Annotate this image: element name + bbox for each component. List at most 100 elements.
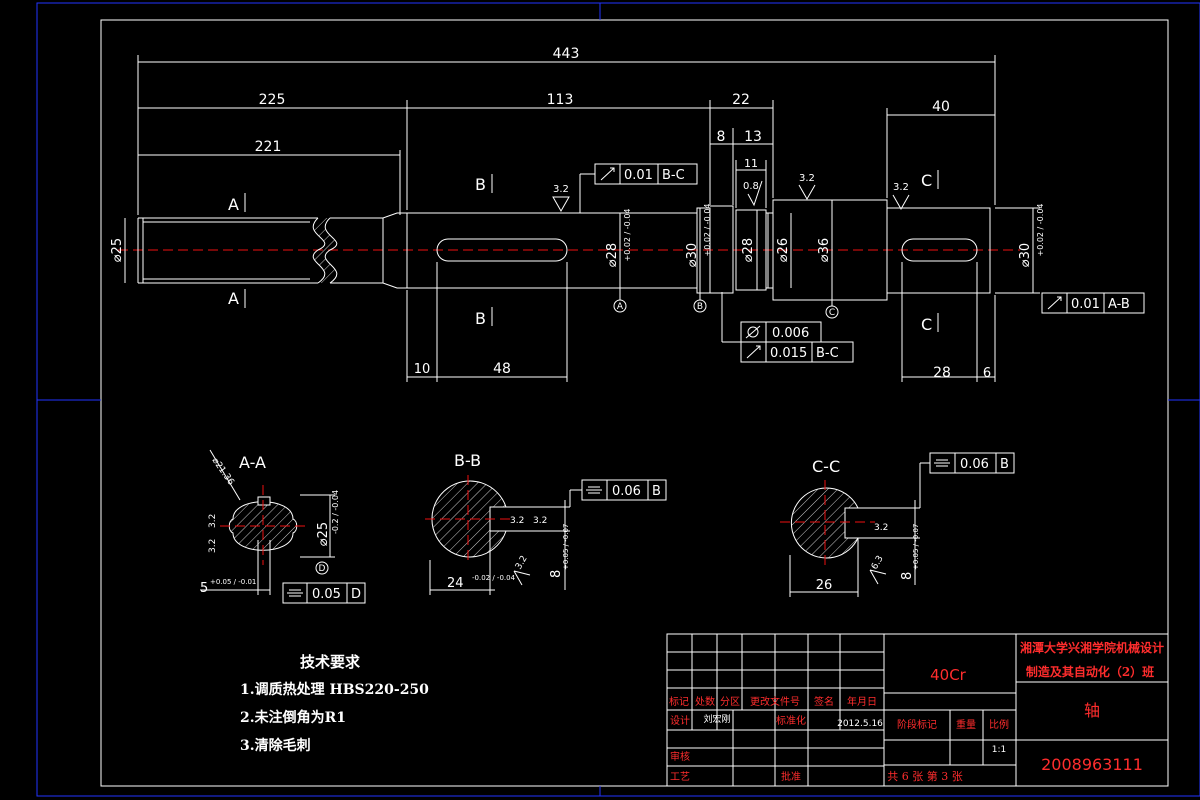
aa-roughness-1: 3.2 xyxy=(208,514,218,528)
tb-school: 湘潭大学兴湘学院机械设计 xyxy=(1020,640,1164,655)
section-aa: A-A ⌀21.36 ⌀25 -0.2 / -0.04 D 5 +0.05 / … xyxy=(200,449,366,604)
aa-dia: ⌀25 xyxy=(316,522,331,546)
tol-value: 0.015 xyxy=(770,346,807,361)
cc-tol-value: 0.06 xyxy=(960,457,989,472)
section-cc: C-C 26 8 +0.05 / -0.07 0.06 B 3.2 6.3 xyxy=(780,452,1015,597)
roughness-32-a: 3.2 xyxy=(553,184,569,195)
dim-225: 225 xyxy=(259,92,286,108)
bb-roughness-1: 3.2 xyxy=(510,516,524,526)
datum-markers xyxy=(613,288,839,319)
aa-tol-datum: D xyxy=(351,587,361,602)
cc-tol-datum: B xyxy=(1000,457,1009,472)
dimensions-bottom xyxy=(406,262,996,382)
roughness-32-b: 3.2 xyxy=(799,173,815,184)
aa-width-tol: +0.05 / -0.01 xyxy=(210,578,256,586)
dim-dia30-right-tol: +0.02 / -0.04 xyxy=(1036,204,1045,257)
aa-datum-d: D xyxy=(319,564,326,574)
dim-8: 8 xyxy=(717,129,726,145)
dim-443: 443 xyxy=(553,46,580,62)
note-2: 2.未注倒角为R1 xyxy=(240,710,346,726)
tb-drawing-no: 2008963111 xyxy=(1041,755,1143,774)
bb-key-tol: +0.05 / -0.07 xyxy=(562,524,570,570)
tb-h-1: 处数 xyxy=(695,695,715,708)
note-1: 1.调质热处理 HBS220-250 xyxy=(240,682,429,698)
bb-tol-datum: B xyxy=(652,484,661,499)
cc-roughness-1: 3.2 xyxy=(874,523,888,533)
tol-cyl-value: 0.006 xyxy=(772,326,809,341)
tb-date: 2012.5.16 xyxy=(837,719,883,729)
section-mark-a-bottom: A xyxy=(228,289,239,308)
aa-tol-value: 0.05 xyxy=(312,587,341,602)
tb-process-label: 工艺 xyxy=(670,771,690,783)
dim-10: 10 xyxy=(414,362,431,377)
section-mark-c-top: C xyxy=(921,171,932,190)
aa-roughness-2: 3.2 xyxy=(208,539,218,553)
tb-approve-label: 批准 xyxy=(781,770,801,783)
tb-h-3: 更改文件号 xyxy=(750,695,800,708)
tb-stage-label: 阶段标记 xyxy=(897,718,937,731)
dim-22: 22 xyxy=(732,92,750,108)
section-bb-title: B-B xyxy=(454,451,481,470)
dim-dia30-fit: ⌀30 xyxy=(685,243,700,267)
tb-h-5: 年月日 xyxy=(847,695,877,708)
note-3: 3.清除毛刺 xyxy=(240,738,311,754)
tol-frame-runout-bc: 0.01 B-C xyxy=(579,163,698,213)
bb-roughness-2: 3.2 xyxy=(533,516,547,526)
tb-designer: 刘宏刚 xyxy=(703,713,730,725)
tb-part-name: 轴 xyxy=(1084,701,1100,720)
section-mark-a-top: A xyxy=(228,195,239,214)
tb-scale-label: 比例 xyxy=(989,718,1009,731)
dim-48: 48 xyxy=(493,361,511,377)
drawing-frame xyxy=(100,19,1169,787)
dim-dia30-right: ⌀30 xyxy=(1018,243,1033,267)
dim-11: 11 xyxy=(744,157,758,170)
tol-frame-runout-ab: 0.01 A-B xyxy=(1041,292,1145,314)
bb-tol-value: 0.06 xyxy=(612,484,641,499)
section-bb: B-B 24 -0.02 / -0.04 8 +0.05 / -0.07 0.0… xyxy=(425,451,667,595)
datum-b: B xyxy=(697,302,703,312)
aa-dia-tol: -0.2 / -0.04 xyxy=(331,490,340,534)
tb-h-0: 标记 xyxy=(669,696,689,708)
dim-dia28-tol: +0.02 / -0.04 xyxy=(623,209,632,262)
dim-dia26: ⌀26 xyxy=(776,238,791,262)
tb-scale: 1:1 xyxy=(992,745,1006,755)
tb-h-4: 签名 xyxy=(814,695,834,708)
tb-standard-label: 标准化 xyxy=(776,714,806,727)
tol-datum: B-C xyxy=(816,346,839,361)
datum-c: C xyxy=(829,308,835,318)
dim-13: 13 xyxy=(744,129,762,145)
dim-113: 113 xyxy=(547,92,574,108)
bb-roughness-3: 3.2 xyxy=(514,554,530,571)
tb-h-2: 分区 xyxy=(720,696,740,708)
tb-weight-label: 重量 xyxy=(956,718,976,731)
dim-dia25: ⌀25 xyxy=(110,238,125,262)
cc-key-tol: +0.05 / -0.07 xyxy=(912,524,920,570)
section-mark-b-top: B xyxy=(475,175,486,194)
dim-6: 6 xyxy=(983,366,991,381)
dim-dia36: ⌀36 xyxy=(817,238,832,262)
tb-review-label: 审核 xyxy=(670,750,690,763)
dim-40: 40 xyxy=(932,99,950,115)
tol-datum: B-C xyxy=(662,168,685,183)
aa-thread: ⌀21.36 xyxy=(210,456,236,488)
notes-title: 技术要求 xyxy=(300,653,361,671)
dimensions-top xyxy=(137,55,996,215)
aa-width: 5 xyxy=(200,581,208,596)
section-mark-c-bottom: C xyxy=(921,315,932,334)
shaft-main-view xyxy=(118,199,1020,301)
roughness-08: 0.8 xyxy=(743,181,759,192)
dim-221: 221 xyxy=(255,139,282,155)
section-mark-b-bottom: B xyxy=(475,309,486,328)
dim-dia28: ⌀28 xyxy=(741,238,756,262)
tol-value: 0.01 xyxy=(1071,297,1100,312)
cc-roughness-2: 6.3 xyxy=(870,554,886,571)
tol-frame-cyl-runout: 0.006 0.015 B-C xyxy=(721,292,854,363)
title-block xyxy=(666,633,1169,787)
datum-a: A xyxy=(617,302,624,312)
tb-design-label: 设计 xyxy=(670,714,690,727)
bb-depth: 24 xyxy=(447,576,464,591)
tol-value: 0.01 xyxy=(624,168,653,183)
section-marks xyxy=(244,170,939,332)
tb-material: 40Cr xyxy=(930,666,967,684)
